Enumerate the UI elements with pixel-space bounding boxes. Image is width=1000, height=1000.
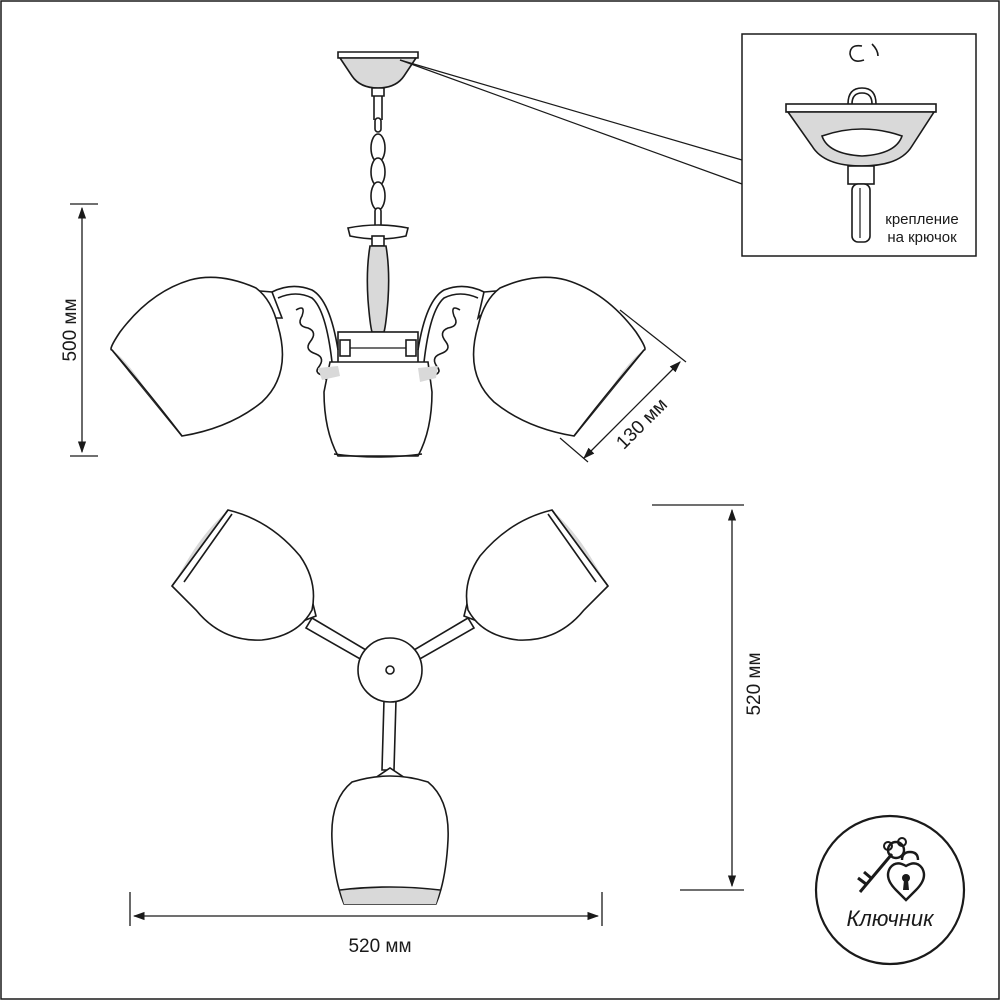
- height-dimension: 500 мм: [60, 203, 98, 457]
- top-view-chandelier: [170, 509, 610, 905]
- chain: [370, 117, 386, 229]
- left-arm: [271, 285, 340, 380]
- right-shade: [472, 276, 646, 437]
- top-view-hub: [357, 637, 423, 703]
- depth-dimension-label: 520 мм: [744, 652, 765, 715]
- top-shade-bottom: [331, 767, 449, 905]
- top-shade-right: [463, 509, 610, 641]
- top-shade-left: [170, 509, 317, 641]
- ceiling-canopy: [337, 51, 419, 120]
- shade-dimension-label: 130 мм: [612, 394, 671, 453]
- top-bobeche: [347, 224, 409, 333]
- inset-caption-line1: крепление: [885, 211, 958, 228]
- height-dimension-label: 500 мм: [60, 298, 81, 361]
- width-dimension: 520 мм: [129, 892, 603, 957]
- mount-detail-inset: крепление на крючок: [741, 33, 977, 257]
- left-shade: [110, 276, 284, 437]
- side-view-chandelier: [110, 51, 646, 458]
- brand-logo: Ключник: [814, 814, 966, 966]
- depth-dimension: 520 мм: [652, 504, 765, 891]
- detail-leader-lines: [399, 59, 743, 185]
- key-icon: [857, 837, 907, 893]
- center-shade: [323, 361, 433, 458]
- width-dimension-label: 520 мм: [348, 936, 411, 957]
- lock-heart-icon: [886, 850, 926, 902]
- inset-caption-line2: на крючок: [887, 229, 957, 246]
- hook-icon: [849, 44, 865, 62]
- brand-logo-text: Ключник: [846, 906, 935, 931]
- right-arm: [417, 285, 485, 382]
